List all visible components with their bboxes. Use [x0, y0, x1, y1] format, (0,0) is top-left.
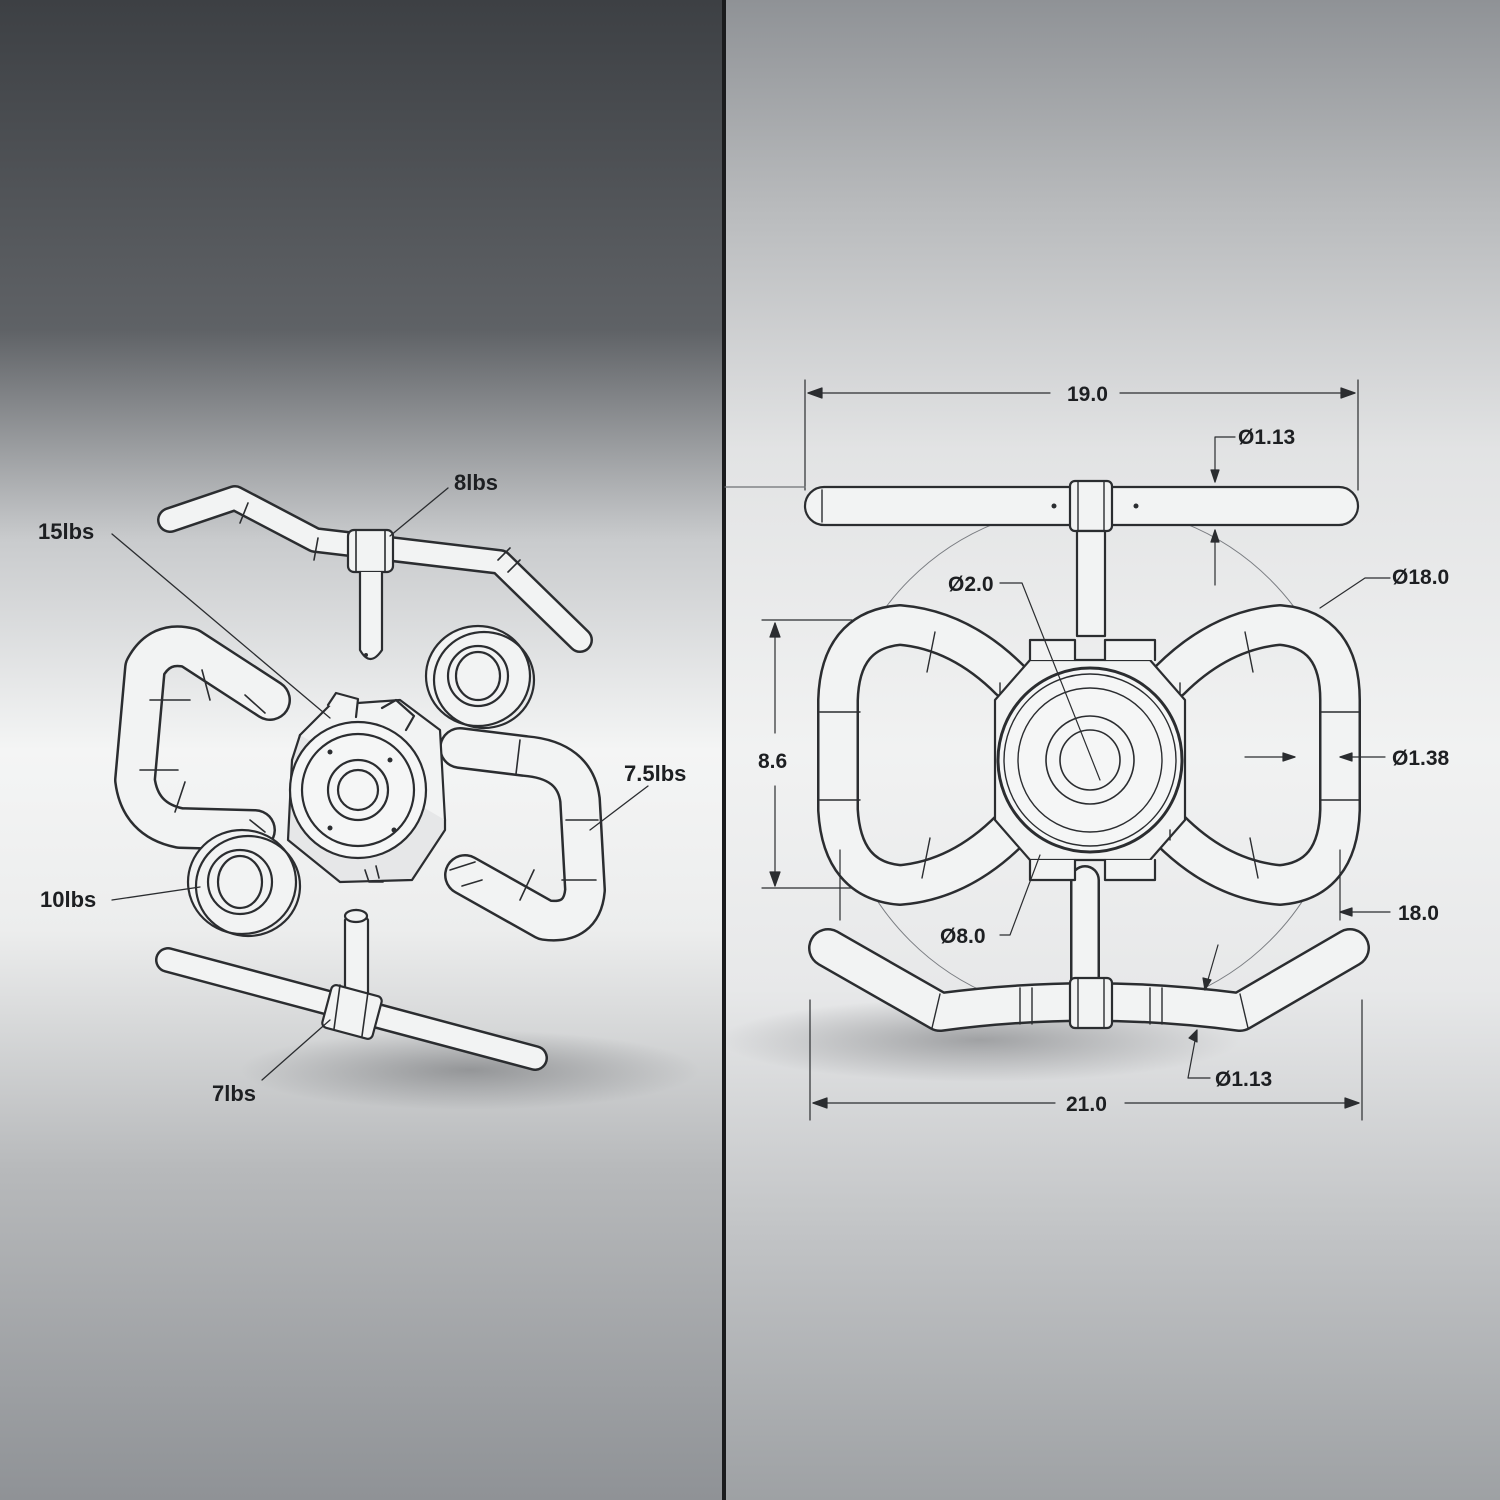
top-bar — [803, 479, 1360, 638]
dim-bar-diameter-top: Ø1.13 — [1238, 426, 1295, 449]
side-loops — [817, 604, 1361, 906]
leader-lines — [111, 487, 649, 1081]
dim-grip-diameter: Ø1.38 — [1392, 747, 1450, 770]
dim-bottom-width: 21.0 — [1066, 1093, 1107, 1116]
label-7lbs: 7lbs — [212, 1081, 256, 1106]
right-hub — [993, 638, 1187, 882]
bottom-straight-bar — [155, 908, 548, 1071]
label-15lbs: 15lbs — [38, 519, 94, 544]
label-8lbs: 8lbs — [454, 470, 498, 495]
right-loop-handle — [439, 727, 606, 942]
left-loop-handle — [114, 625, 291, 851]
bottom-bar — [808, 865, 1370, 1032]
dimension-lines — [724, 379, 1391, 1121]
dimensioned-view — [720, 379, 1391, 1121]
dim-bar-diameter-bottom: Ø1.13 — [1215, 1068, 1272, 1091]
central-hub — [286, 691, 447, 884]
label-10lbs: 10lbs — [40, 887, 96, 912]
dim-outer-ring-diameter: Ø18.0 — [1392, 566, 1449, 589]
dim-hub-diameter: Ø8.0 — [940, 925, 986, 948]
dim-top-width: 19.0 — [1067, 383, 1108, 406]
disc-bottom-left — [186, 828, 302, 938]
shadow-left-bar — [240, 1030, 700, 1110]
dim-side-offset: 18.0 — [1398, 902, 1439, 925]
disc-top-right — [424, 624, 536, 730]
panel-divider — [722, 0, 726, 1500]
dim-side-height: 8.6 — [758, 750, 787, 773]
dim-hub-bore-diameter: Ø2.0 — [948, 573, 994, 596]
top-bent-bar — [157, 485, 593, 661]
label-7-5lbs: 7.5lbs — [624, 761, 686, 786]
exploded-view — [111, 485, 700, 1110]
